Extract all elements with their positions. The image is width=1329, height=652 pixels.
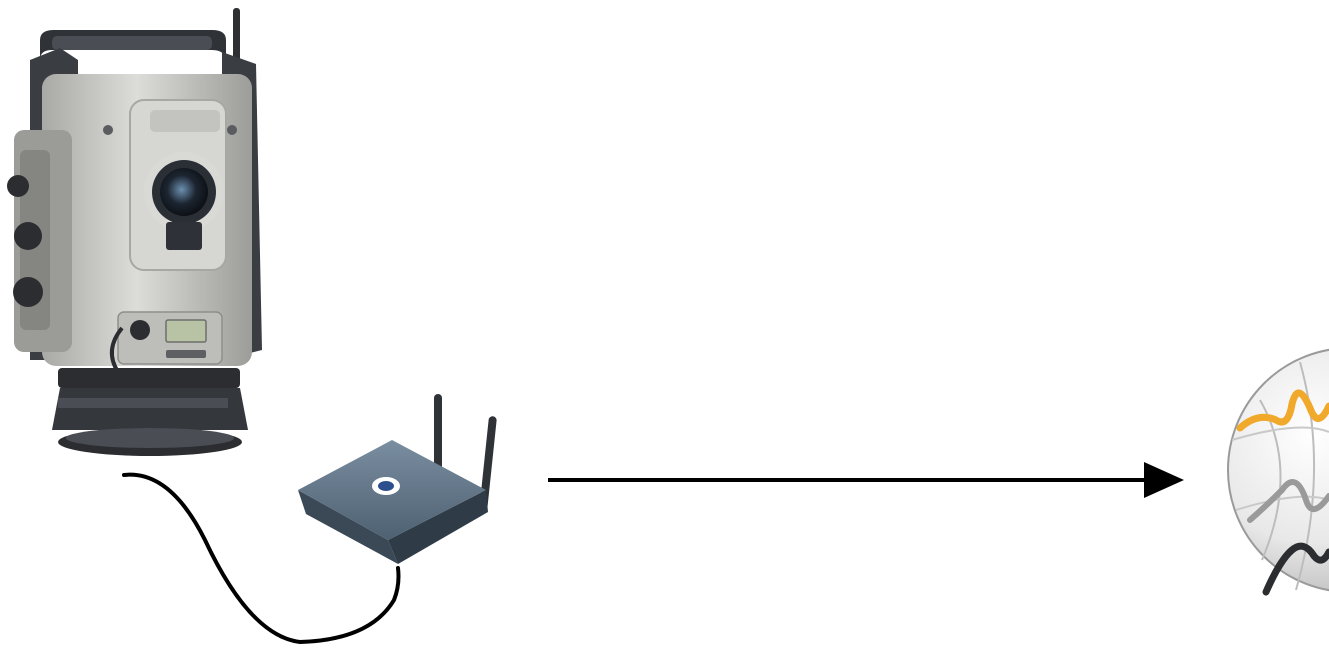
total-station-icon [7,8,262,456]
cable-connector [122,472,401,645]
data-flow-arrow [548,462,1184,498]
globe-logo-icon [1227,348,1329,596]
wireless-router-icon [298,394,497,564]
